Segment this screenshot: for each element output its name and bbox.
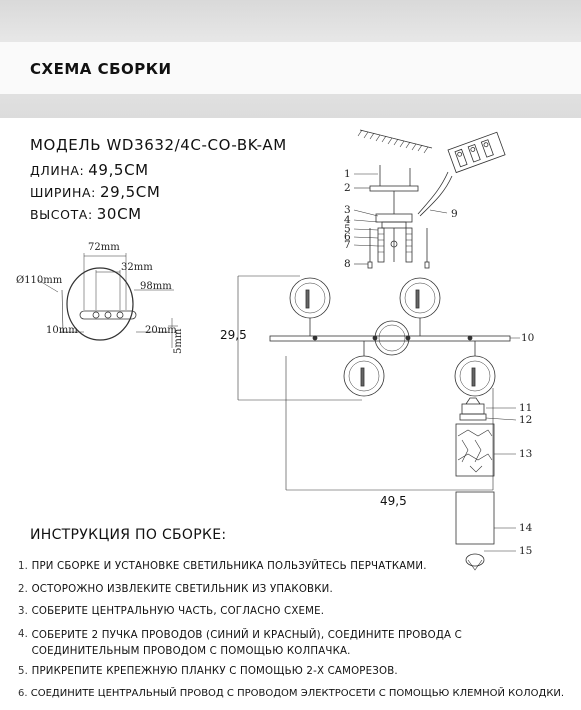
fixture-dimension-labels: 29,5 49,5: [220, 328, 407, 508]
dim-32: 32mm: [121, 262, 153, 273]
list-item: 5. Прикрепите крепежную планку с помощью…: [18, 665, 578, 688]
fixture-drawing: [237, 275, 520, 491]
part-number: 2: [344, 182, 351, 194]
step-number: 5.: [18, 665, 29, 677]
mounting-slot: [79, 310, 137, 320]
list-item: 6. Соедините центральный провод с провод…: [18, 687, 578, 710]
part-number: 11: [519, 402, 532, 414]
dim-10: 10mm: [46, 325, 78, 336]
wire-bundle: [417, 171, 449, 215]
base-plate-drawing: [37, 253, 178, 348]
terminal-block: [447, 131, 506, 174]
part-number: 10: [521, 332, 534, 344]
step-number: 2.: [18, 583, 29, 595]
step-text: Осторожно извлеките светильник из упаков…: [31, 583, 333, 595]
spec-width-value: 29,5СМ: [99, 183, 161, 201]
instructions-list: 1. При сборке и установке светильника по…: [18, 560, 578, 710]
shade-top-left: [289, 277, 331, 319]
part-number-labels: 1 2 3 4 5 6 7 8 9 10 11 12 13 14 15: [344, 168, 534, 557]
dim-72: 72mm: [88, 242, 120, 253]
spec-width-label: ШИРИНА:: [30, 185, 96, 200]
bulb: [465, 553, 485, 567]
spec-length-value: 49,5СМ: [88, 161, 149, 179]
step-number: 3.: [18, 606, 29, 618]
base-plate: [66, 267, 134, 341]
part-number: 12: [519, 414, 532, 426]
arm-bar: [269, 335, 511, 342]
spec-height-value: 30СМ: [96, 205, 142, 223]
part-number: 1: [344, 168, 351, 180]
part-number: 8: [344, 258, 351, 270]
socket: [461, 403, 485, 415]
step-number: 6.: [18, 688, 28, 700]
mounting-bar: [369, 185, 419, 192]
spec-length: ДЛИНА:49,5СМ: [30, 161, 149, 179]
list-item: 2. Осторожно извлеките светильник из упа…: [18, 583, 578, 606]
part-number: 14: [519, 522, 533, 534]
part-number: 5: [344, 223, 351, 235]
leader-lines: [353, 173, 448, 265]
step-number: 1.: [18, 561, 29, 572]
dim-5: 5mm: [173, 328, 184, 354]
part-number: 9: [451, 208, 458, 220]
part-number: 6: [344, 231, 351, 243]
dim-110: Ø110mm: [16, 275, 63, 286]
glass-cylinder: [455, 491, 495, 545]
spec-width: ШИРИНА:29,5СМ: [30, 183, 160, 201]
shade-parts: [455, 397, 517, 571]
dim-20: 20mm: [145, 325, 177, 336]
part-number: 4: [344, 214, 351, 226]
base-dimension-labels: 72mm 32mm Ø110mm 98mm 10mm 20mm 5mm: [16, 242, 184, 354]
part-number: 13: [519, 448, 532, 460]
ceiling-line: [359, 129, 433, 149]
canopy: [375, 213, 413, 223]
page-title: СХЕМА СБОРКИ: [30, 60, 172, 78]
center-canopy: [374, 320, 410, 356]
list-item: 3. Соберите центральную часть, согласно …: [18, 605, 578, 628]
part-number: 15: [519, 545, 532, 557]
step-text: Прикрепите крепежную планку с помощью 2-…: [31, 665, 398, 677]
rod-right: [405, 227, 413, 263]
header-bar: СХЕМА СБОРКИ: [0, 0, 581, 118]
step-number: 4.: [18, 628, 29, 640]
spec-height: ВЫСОТА:30СМ: [30, 205, 142, 223]
step-text: Соберите центральную часть, согласно схе…: [31, 606, 325, 618]
step-text: Соберите 2 пучка проводов (синий и красн…: [31, 629, 462, 657]
part-number: 7: [344, 239, 351, 251]
model-name: МОДЕЛЬ WD3632/4C-CO-BK-AM: [30, 136, 287, 154]
list-item: 4. Соберите 2 пучка проводов (синий и кр…: [18, 628, 578, 665]
instructions-title: ИНСТРУКЦИЯ ПО СБОРКЕ:: [30, 527, 227, 543]
dim-98: 98mm: [140, 281, 172, 292]
spec-height-label: ВЫСОТА:: [30, 207, 93, 222]
ceiling-hatch: [357, 129, 429, 154]
shade-top-right: [399, 277, 441, 319]
dim-width: 29,5: [220, 328, 247, 342]
part-number: 3: [344, 204, 351, 216]
dim-length: 49,5: [380, 494, 407, 508]
list-item: 1. При сборке и установке светильника по…: [18, 560, 578, 583]
spec-length-label: ДЛИНА:: [30, 163, 85, 178]
rod-left: [377, 227, 385, 263]
glass-shade: [455, 423, 495, 477]
header-band: [0, 42, 581, 94]
step-text: Соедините центральный провод с проводом …: [30, 688, 565, 700]
step-text: При сборке и установке светильника польз…: [31, 561, 427, 572]
